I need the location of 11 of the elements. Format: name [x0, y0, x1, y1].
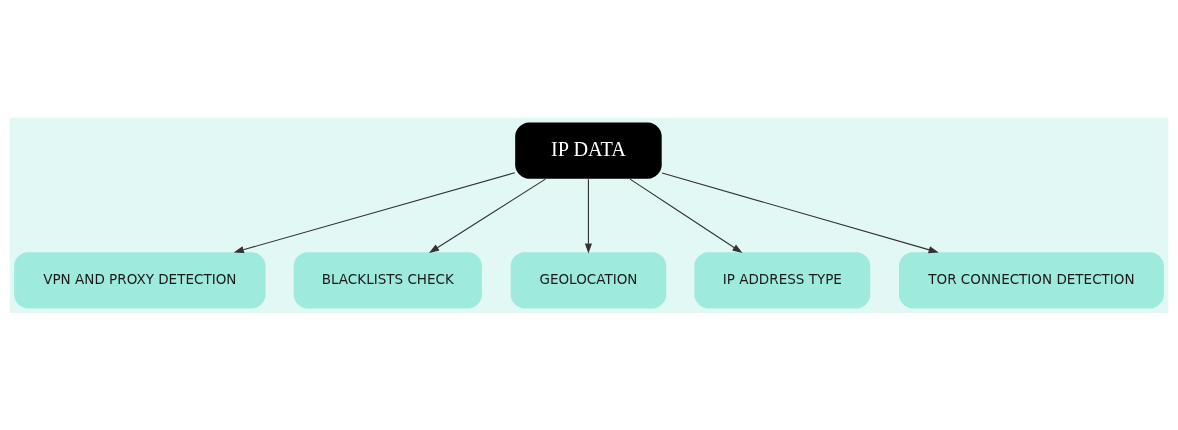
node-box: TOR CONNECTION DETECTION: [898, 251, 1164, 308]
arrow: [584, 178, 592, 254]
arrow: [429, 178, 546, 253]
arrow: [661, 171, 939, 253]
arrow: [629, 178, 743, 253]
node-box: VPN AND PROXY DETECTION: [14, 251, 266, 308]
node-box: IP DATA: [515, 122, 662, 179]
node-box: IP ADDRESS TYPE: [694, 251, 871, 308]
arrow: [233, 171, 516, 253]
node-box: GEOLOCATION: [510, 251, 667, 308]
node-box: BLACKLISTS CHECK: [293, 251, 482, 308]
